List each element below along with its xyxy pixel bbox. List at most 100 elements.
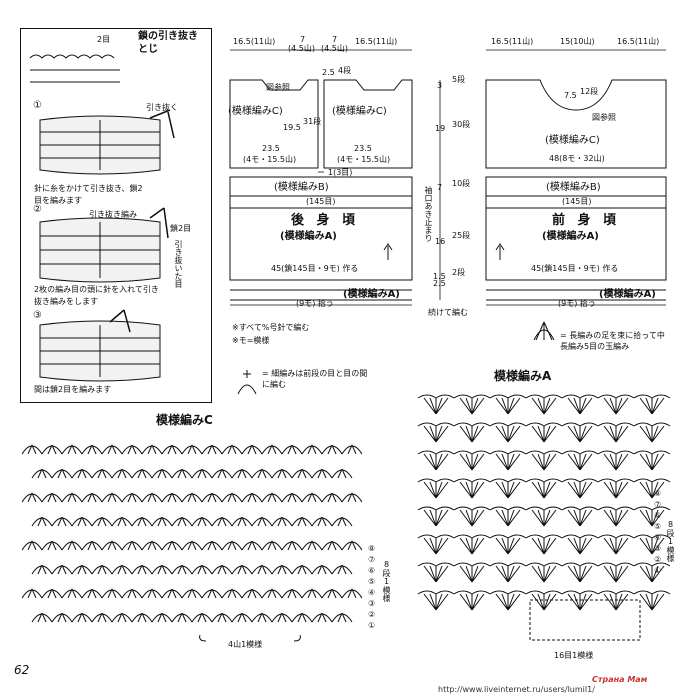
- back-body-outline: [229, 79, 413, 301]
- front-body-outline: [485, 79, 667, 301]
- row-number: ③: [368, 599, 376, 608]
- chart-c-rows-label: 8段1模様: [382, 560, 391, 602]
- step1-number: ①: [33, 100, 42, 111]
- row-number: ①: [654, 566, 662, 575]
- row-number: ⑥: [654, 511, 662, 520]
- back-pattern-a-bottom: (模様編みA): [343, 289, 400, 300]
- chart-c-title: 模様編みC: [156, 413, 213, 427]
- step1-text: 針に糸をかけて引き抜き、鎖2目を編みます: [34, 184, 143, 205]
- technique-box: [20, 28, 212, 403]
- chart-c-repeat-bracket: [199, 634, 301, 642]
- legend-symbol-2: [533, 321, 555, 341]
- chart-a-row-stitches: [417, 562, 671, 583]
- front-width-45: 45(鎖145目・9モ) 作る: [531, 264, 619, 273]
- chart-c-row-stitches: [21, 588, 363, 599]
- mid-d6: 2.5: [433, 279, 446, 288]
- row-number: ③: [654, 544, 662, 553]
- back-neck-depth: 2.5: [322, 68, 335, 77]
- back-shoulder-left: 23.5: [262, 144, 280, 153]
- chart-a-row-stitches: [417, 450, 671, 471]
- front-neck-rows: 12段: [580, 87, 599, 96]
- dimension-lines: [230, 49, 666, 306]
- chart-a-row-stitches: [417, 506, 671, 527]
- chart-a-rows-label: 8段1模様: [666, 520, 675, 562]
- page-number: 62: [14, 663, 30, 677]
- front-pattern-c: (模様編みC): [545, 135, 600, 146]
- legend-symbol-1: [237, 370, 257, 395]
- chart-a-row-stitches: [417, 394, 671, 415]
- watermark-url[interactable]: http://www.liveinternet.ru/users/lumil1/: [438, 685, 595, 694]
- chart-c-row-stitches: [21, 492, 363, 503]
- back-center-gap: 1(3目): [328, 168, 353, 177]
- front-pattern-b: (模様編みB): [546, 182, 601, 193]
- row-number: ④: [368, 588, 376, 597]
- back-top-dim-1: 16.5(11山): [233, 37, 276, 46]
- back-shoulder-right: 23.5: [354, 144, 372, 153]
- chart-c-row-stitches: [31, 468, 353, 479]
- row-number: ⑧: [368, 544, 376, 553]
- front-top-dim-3: 16.5(11山): [617, 37, 660, 46]
- back-top-dim-5: (4.5山): [321, 44, 348, 53]
- mid-d1-rows: 5段: [452, 75, 466, 84]
- chain-sketch: [29, 54, 120, 83]
- row-number: ⑤: [654, 522, 662, 531]
- chart-a-row-stitches: [417, 422, 671, 443]
- back-pattern-b: (模様編みB): [274, 182, 329, 193]
- back-armhole-rows: 31段: [303, 117, 322, 126]
- row-number: ①: [368, 621, 376, 630]
- mid-d5: 1.5: [433, 272, 446, 281]
- back-shoulder-right-mo: (4モ・15.5山): [337, 155, 391, 164]
- chart-a-title: 模様編みA: [494, 369, 552, 383]
- site-logo: Страна Мам: [592, 675, 648, 684]
- front-top-dim-1: 16.5(11山): [491, 37, 534, 46]
- chart-c-diagram: [21, 444, 363, 642]
- front-top-dim-2: 15(10山): [560, 37, 595, 46]
- row-number: ②: [654, 555, 662, 564]
- chart-a-row-stitches: [417, 590, 671, 611]
- step3-number: ③: [33, 310, 42, 321]
- mid-d1: 3: [437, 81, 443, 90]
- mid-d5-rows: 2段: [452, 268, 466, 277]
- back-pattern-b-count: (145目): [306, 197, 336, 206]
- front-pattern-a-bottom: (模様編みA): [599, 289, 656, 300]
- step2-text: 2枚の編み目の頭に針を入れて引き抜き編みをします: [34, 285, 159, 306]
- back-pattern-c-right: (模様編みC): [332, 106, 387, 117]
- back-neck-rows: 4段: [338, 66, 352, 75]
- mid-d2-rows: 30段: [452, 120, 471, 129]
- back-armhole: 19.5: [283, 123, 301, 132]
- mid-d3-rows: 10段: [452, 179, 471, 188]
- step3-text: 間は鎖2目を編みます: [34, 385, 112, 394]
- chart-c-row-stitches: [31, 564, 353, 575]
- front-width-c: 48(8モ・32山): [549, 154, 605, 163]
- note-2: ※モ=模様: [232, 336, 270, 345]
- chart-c-repeat-label: 4山1模様: [228, 640, 263, 649]
- row-number: ⑤: [368, 577, 376, 586]
- fabric-sketch-2: [39, 207, 169, 283]
- row-number: ⑦: [654, 500, 662, 509]
- chart-a-row-stitches: [417, 478, 671, 499]
- row-number: ⑧: [654, 489, 662, 498]
- mid-side-label: 袖口あき止まり: [424, 186, 433, 242]
- note-1: ※すべて%号針で編む: [232, 323, 310, 332]
- front-pattern-a: (模様編みA): [542, 231, 599, 242]
- back-bottom-mo: (9モ) 拾う: [296, 299, 334, 308]
- back-pattern-a: (模様編みA): [280, 231, 337, 242]
- back-width-45: 45(鎖145目・9モ) 作る: [271, 264, 359, 273]
- mid-d4-rows: 25段: [452, 231, 471, 240]
- back-top-dim-4: 7: [332, 35, 338, 44]
- chart-c-row-stitches: [21, 444, 363, 455]
- front-bottom-mo: (9モ) 拾う: [558, 299, 596, 308]
- step2-number: ②: [33, 204, 42, 215]
- row-number: ④: [654, 533, 662, 542]
- back-ref-label: 図参照: [266, 83, 290, 92]
- mid-d2: 19: [435, 124, 446, 133]
- chart-c-row-stitches: [31, 612, 353, 623]
- step1-pull-label: 引き抜く: [146, 103, 178, 112]
- mid-d3: 7: [437, 183, 443, 192]
- technique-title: 鎖の引き抜きとじ: [138, 31, 198, 55]
- front-title: 前 身 頃: [552, 213, 621, 228]
- back-title: 後 身 頃: [291, 213, 360, 228]
- chart-a-repeat-box: [529, 599, 641, 641]
- chart-a-repeat-label: 16目1模様: [554, 651, 594, 660]
- fabric-sketch-1: [39, 109, 175, 175]
